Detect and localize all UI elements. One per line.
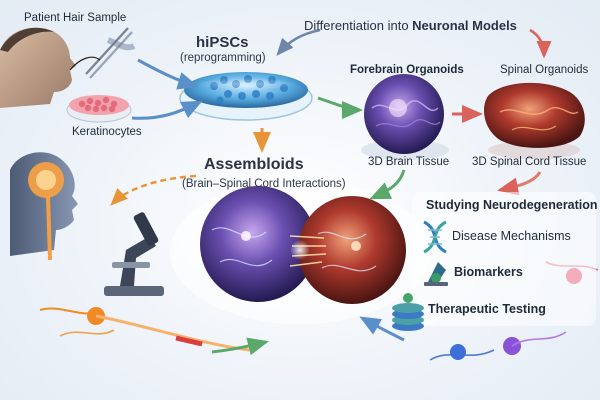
patient-head-illustration: [0, 27, 76, 109]
assembloid-illustration: [170, 180, 430, 324]
arrow-differentiation-to-spinal: [529, 28, 552, 59]
label-therapeutic-testing: Therapeutic Testing: [428, 302, 546, 316]
arrow-differentiation-loop: [276, 28, 321, 56]
arrow-brain-to-assembloid: [369, 169, 406, 200]
drug-stack-icon: [392, 293, 424, 331]
studying-panel: [412, 192, 596, 326]
dna-icon: [423, 220, 447, 254]
forebrain-organoid-illustration: [361, 74, 449, 160]
arrow-hipscs-to-forebrain: [317, 96, 363, 119]
label-brain-tissue: 3D Brain Tissue: [368, 156, 450, 168]
label-differentiation-bold: Neuronal Models: [412, 18, 517, 33]
petri-dish-icon: [179, 72, 313, 121]
spinal-organoid-illustration: [484, 82, 585, 159]
neuron-illustration-left: [39, 307, 251, 352]
label-hipscs-sub: (reprogramming): [180, 52, 266, 64]
tweezers-icon: [69, 27, 136, 79]
label-biomarkers: Biomarkers: [454, 265, 523, 279]
label-patient-hair-sample: Patient Hair Sample: [24, 12, 127, 24]
keratinocytes-dish-icon: [66, 95, 132, 123]
arrow-hair-to-hipscs: [137, 58, 199, 90]
label-forebrain-organoids: Forebrain Organoids: [350, 64, 464, 76]
microscope-icon: [104, 212, 164, 296]
arrow-spinal-to-studying: [497, 171, 542, 196]
label-assembloids-sub: (Brain–Spinal Cord Interactions): [182, 178, 346, 190]
biomarker-icon: [424, 262, 448, 286]
head-silhouette-illustration: [10, 152, 78, 261]
arrow-assembloid-to-head: [110, 174, 197, 206]
arrow-keratinocytes-to-hipscs: [131, 100, 203, 120]
label-spinal-tissue: 3D Spinal Cord Tissue: [472, 156, 587, 168]
label-studying-neurodegeneration: Studying Neurodegeneration: [426, 198, 598, 212]
label-differentiation: Differentiation into Neuronal Models: [304, 18, 517, 33]
label-hipscs-title: hiPSCs: [196, 34, 249, 51]
label-assembloids-title: Assembloids: [204, 156, 304, 173]
label-disease-mechanisms: Disease Mechanisms: [452, 229, 571, 243]
arrow-neuron-to-assembloid: [211, 337, 269, 356]
label-keratinocytes: Keratinocytes: [72, 126, 142, 138]
arrow-therapeutic-to-assembloid: [359, 316, 405, 342]
label-differentiation-prefix: Differentiation into: [304, 18, 413, 33]
label-spinal-organoids: Spinal Organoids: [500, 64, 589, 76]
